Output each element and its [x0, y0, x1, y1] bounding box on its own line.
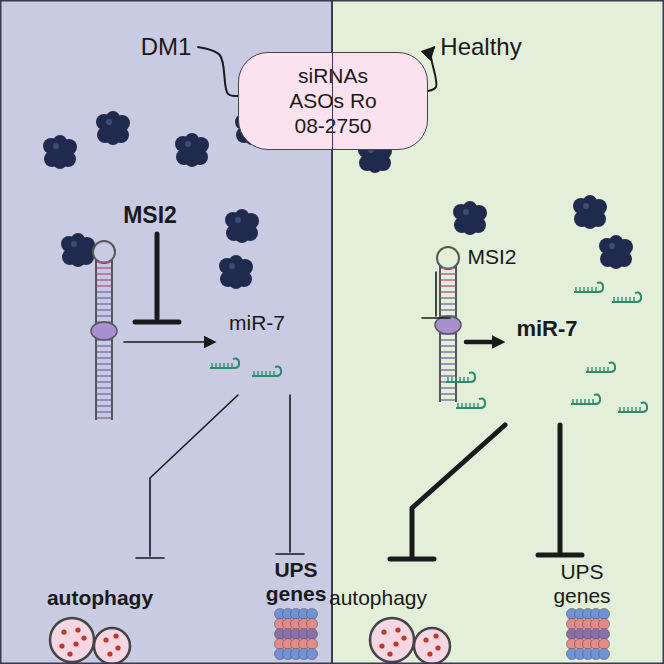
mir7-molecules: [210, 282, 647, 412]
protein-label: MSI2: [123, 202, 177, 228]
treatment-arrow: [197, 47, 238, 96]
proteasome-icons: [275, 609, 610, 660]
regulation-lines: [124, 234, 582, 559]
process-label: autophagy: [47, 586, 153, 610]
gene-group-label: UPS genes: [551, 560, 613, 608]
protein-label: MSI2: [467, 245, 516, 269]
mirna-label: miR-7: [516, 316, 577, 341]
process-label: autophagy: [329, 586, 427, 610]
healthy-panel: Healthy: [332, 0, 664, 664]
pre-mirna-hairpins: [91, 241, 461, 420]
panel-heading: DM1: [141, 33, 192, 62]
gene-group-label: UPS genes: [265, 558, 327, 606]
treatment-arrow: [428, 47, 437, 91]
panel-heading: Healthy: [440, 33, 521, 62]
mirna-label: miR-7: [229, 311, 285, 335]
treatment-box: siRNAs ASOs Ro 08-2750: [238, 52, 428, 150]
treatment-list: siRNAs ASOs Ro 08-2750: [273, 63, 393, 139]
autophagosome-icons: [50, 618, 450, 664]
